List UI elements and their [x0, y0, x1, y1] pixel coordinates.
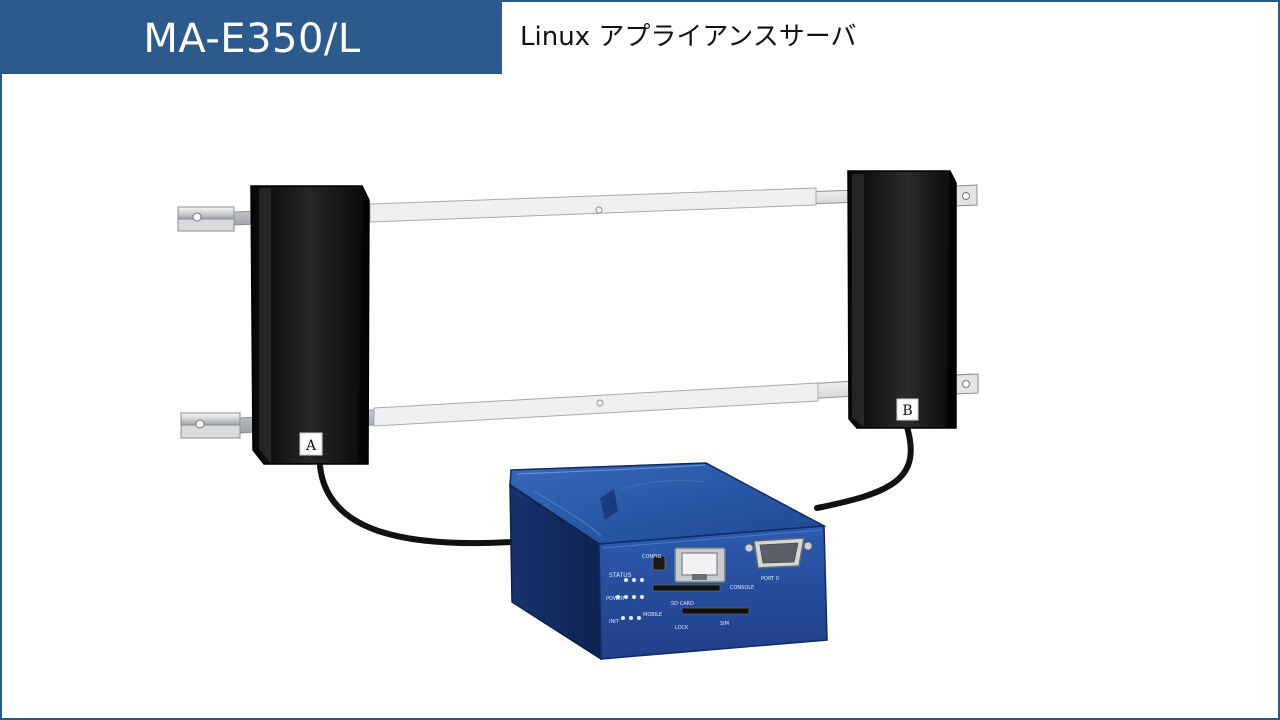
sim-slot: [681, 607, 750, 615]
console-label: CONSOLE: [730, 585, 754, 591]
mobile-label: MOBILE: [643, 612, 662, 618]
mounting-rail-top: [177, 184, 978, 232]
sd-card-slot: [652, 584, 721, 592]
status-label: STATUS: [609, 572, 632, 579]
antenna-a: A: [250, 185, 370, 465]
sd-card-label: SD CARD: [671, 601, 694, 607]
ethernet-port: [674, 547, 726, 583]
power-label: POWER: [606, 596, 625, 602]
page-subtitle: Linux アプライアンスサーバ: [520, 22, 857, 52]
lock-label: LOCK: [675, 625, 689, 631]
init-label: INIT: [609, 619, 620, 625]
page-title: MA-E350/L: [143, 16, 361, 62]
header-bar: MA-E350/L: [2, 2, 502, 74]
port-label: PORT 0: [761, 576, 779, 582]
config-switch: [652, 555, 666, 571]
serial-port: [744, 537, 813, 569]
antenna-b: B: [847, 170, 957, 429]
config-label: CONFIG: [642, 554, 662, 560]
server-device: STATUS CONFIG POWER MOBILE INIT SD CARD …: [509, 462, 828, 661]
product-illustration: A B: [2, 74, 1278, 718]
antenna-a-label: A: [305, 438, 317, 454]
antenna-b-label: B: [902, 403, 912, 419]
product-illustration-svg: A B: [177, 170, 979, 661]
status-led-panel: [616, 578, 644, 620]
sim-label: SIM: [720, 621, 729, 627]
mounting-rail-bottom: [180, 373, 979, 439]
